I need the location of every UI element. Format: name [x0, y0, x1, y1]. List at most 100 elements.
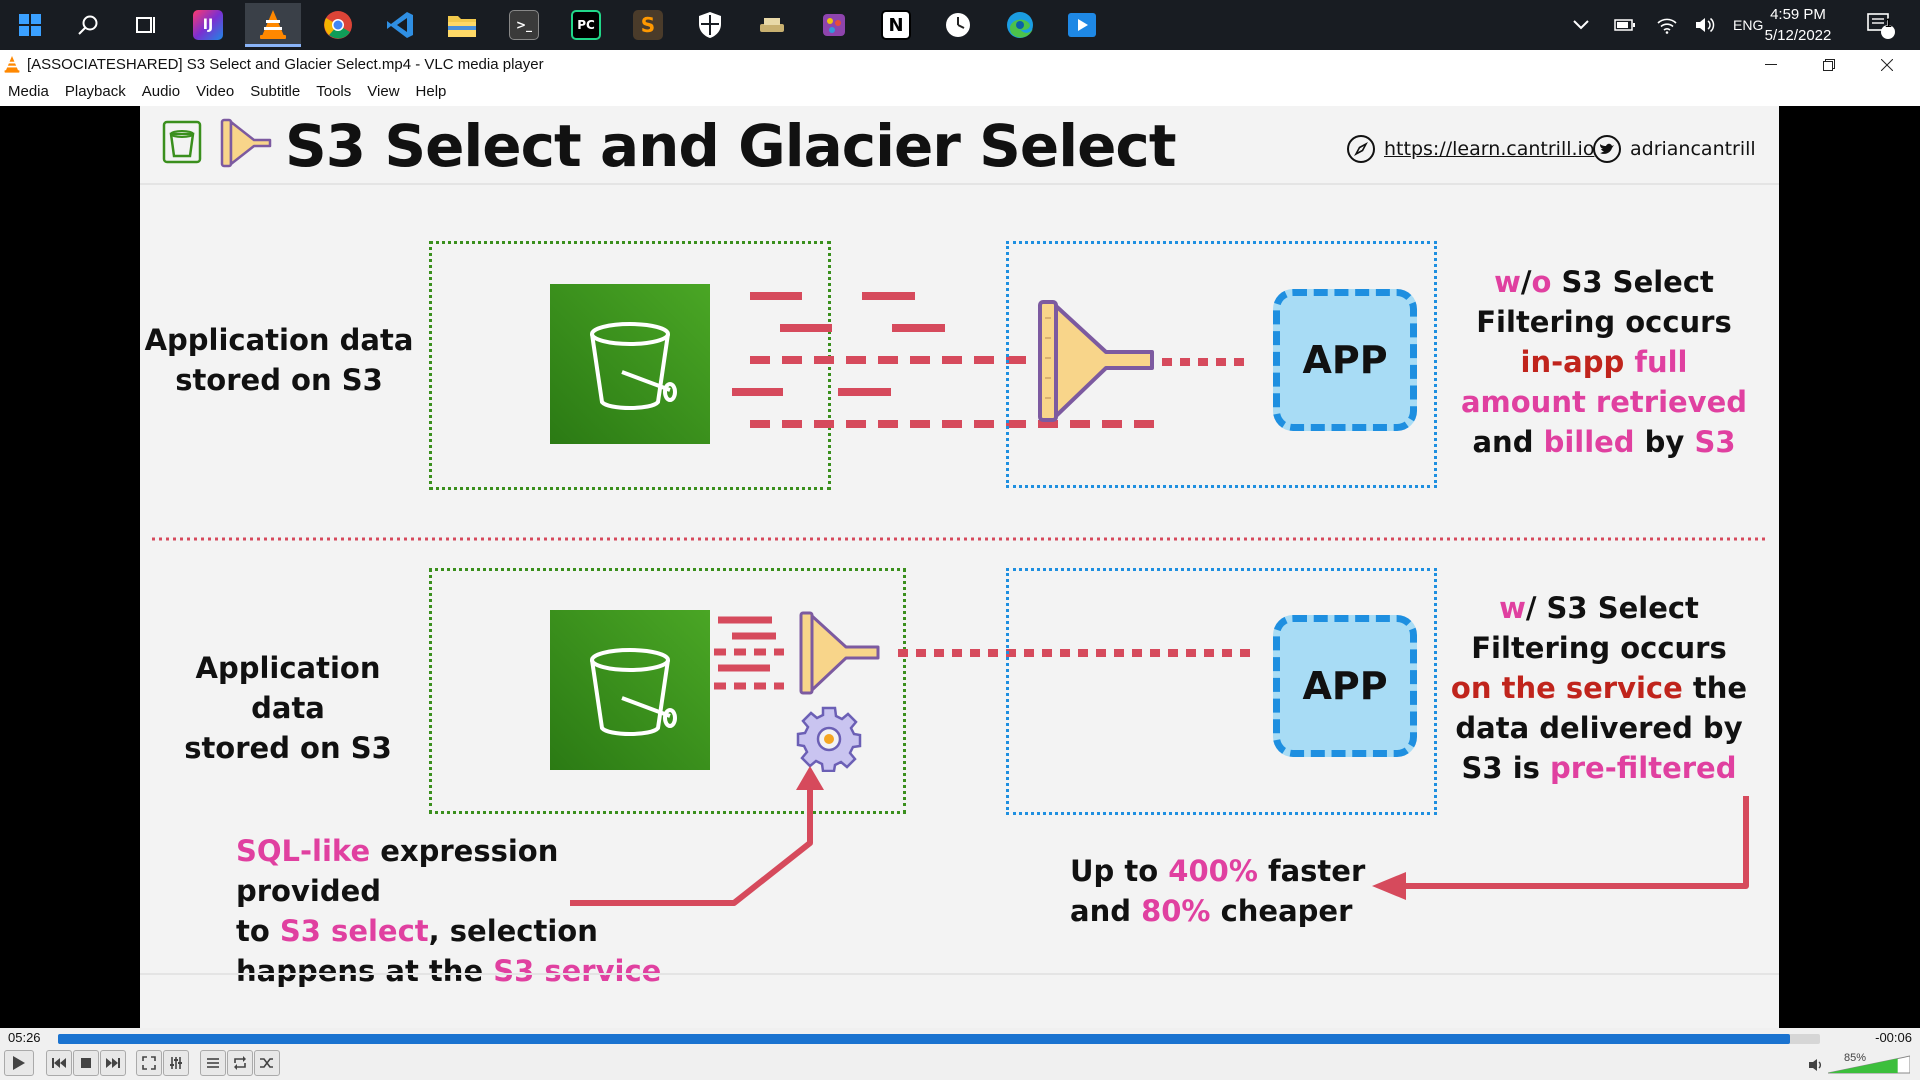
bottom-app-boundary [1006, 568, 1437, 815]
top-note-line2: Filtering occurs [1476, 305, 1732, 339]
sql-line3b: S3 service [493, 954, 662, 988]
security-icon[interactable] [682, 3, 738, 47]
bucket-icon [590, 322, 677, 410]
restore-button[interactable] [1806, 50, 1852, 80]
extended-settings-button[interactable] [163, 1050, 189, 1076]
edge-icon[interactable] [992, 3, 1048, 47]
fullscreen-button[interactable] [136, 1050, 162, 1076]
close-button[interactable] [1864, 50, 1910, 80]
loop-button[interactable] [227, 1050, 253, 1076]
bottom-app-box: APP [1273, 615, 1417, 757]
battery-icon[interactable] [1614, 0, 1636, 50]
sublime-icon[interactable]: S [620, 3, 676, 47]
menu-bar: Media Playback Audio Video Subtitle Tool… [0, 80, 1920, 106]
menu-media[interactable]: Media [8, 83, 49, 100]
next-button[interactable] [100, 1050, 126, 1076]
menu-video[interactable]: Video [196, 83, 235, 100]
wifi-icon[interactable] [1656, 0, 1678, 50]
twitter-handle: adriancantrill [1592, 134, 1756, 164]
tool-icon[interactable] [744, 3, 800, 47]
bottom-note-line3b: the [1682, 671, 1748, 705]
notion-icon[interactable]: N [868, 3, 924, 47]
top-note-line4: amount retrieved [1460, 385, 1748, 419]
performance-arrow [1372, 796, 1749, 900]
play-button[interactable] [4, 1050, 34, 1076]
start-icon[interactable] [2, 3, 58, 47]
clock-time: 4:59 PM [1770, 6, 1826, 23]
intellij-icon[interactable]: IJ [180, 3, 236, 47]
sql-line3a: happens at the [236, 954, 494, 988]
sql-description: SQL-like expression provided to S3 selec… [236, 831, 696, 991]
elapsed-time[interactable]: 05:26 [8, 1030, 41, 1045]
language-indicator[interactable]: ENG [1733, 17, 1764, 33]
bottom-note-line5a: S3 is [1461, 751, 1550, 785]
menu-help[interactable]: Help [415, 83, 447, 100]
website-url: https://learn.cantrill.io [1384, 138, 1595, 160]
top-app-boundary [1006, 241, 1437, 488]
clock-app-icon[interactable] [930, 3, 986, 47]
media-player-icon[interactable] [1054, 3, 1110, 47]
top-s3-bucket [550, 284, 710, 444]
stop-button[interactable] [73, 1050, 99, 1076]
volume-level: 85% [1843, 1052, 1866, 1064]
bottom-s3-boundary [429, 568, 906, 814]
top-storage-label-line2: stored on S3 [175, 363, 383, 397]
volume-slider[interactable]: 85% [1828, 1052, 1910, 1074]
vlc-app-icon [4, 55, 20, 78]
bottom-filtered-stream [898, 649, 1258, 657]
window-title: [ASSOCIATESHARED] S3 Select and Glacier … [27, 56, 544, 73]
gear-icon [796, 706, 862, 772]
menu-playback[interactable]: Playback [64, 83, 126, 100]
bucket-icon [590, 648, 677, 736]
menu-tools[interactable]: Tools [316, 83, 352, 100]
remaining-time[interactable]: -00:06 [1875, 1030, 1912, 1045]
clock-date: 5/12/2022 [1764, 27, 1832, 44]
pycharm-icon[interactable]: PC [558, 3, 614, 47]
shuffle-button[interactable] [254, 1050, 280, 1076]
show-hidden-icons-icon[interactable] [1572, 0, 1590, 50]
system-clock[interactable]: 4:59 PM 5/12/2022 [1750, 4, 1846, 46]
previous-button[interactable] [46, 1050, 72, 1076]
sql-line2b: S3 select [279, 914, 429, 948]
minimize-button[interactable] [1748, 50, 1794, 80]
top-s3-boundary [429, 241, 831, 490]
perf-line2a: and [1070, 894, 1142, 928]
notification-count: 1 [1885, 16, 1892, 30]
top-data-stream [732, 292, 1166, 428]
playlist-button[interactable] [200, 1050, 226, 1076]
task-view-icon[interactable] [118, 3, 174, 47]
chrome-icon[interactable] [310, 3, 366, 47]
vlc-icon[interactable] [245, 3, 301, 47]
top-note: w/o S3 Select Filtering occurs in-app fu… [1445, 262, 1763, 462]
menu-audio[interactable]: Audio [141, 83, 181, 100]
top-note-line5a: and [1472, 425, 1544, 459]
file-explorer-icon[interactable] [434, 3, 490, 47]
menu-view[interactable]: View [367, 83, 400, 100]
window-title-bar[interactable]: [ASSOCIATESHARED] S3 Select and Glacier … [0, 50, 1920, 80]
video-area[interactable]: S3 Select and Glacier Select https://lea… [0, 106, 1920, 1028]
paint-icon[interactable] [806, 3, 862, 47]
perf-line2b: 80% [1141, 894, 1211, 928]
terminal-icon[interactable]: >_ [496, 3, 552, 47]
volume-tray-icon[interactable] [1694, 0, 1716, 50]
top-note-line5d: S3 [1694, 425, 1736, 459]
bottom-note-line1: / S3 Select [1525, 591, 1699, 625]
search-icon[interactable] [60, 3, 116, 47]
twitter-icon [1593, 135, 1621, 163]
bottom-storage-label-line1: Application data [195, 651, 381, 725]
top-app-box: APP [1273, 289, 1417, 431]
slide-title: S3 Select and Glacier Select [285, 112, 1177, 180]
seek-bar[interactable] [58, 1034, 1820, 1044]
sql-line2c: , selection [428, 914, 598, 948]
header-divider [140, 183, 1779, 185]
speaker-icon[interactable] [1808, 1058, 1824, 1072]
top-note-line1: S3 Select [1551, 265, 1714, 299]
perf-line2c: cheaper [1210, 894, 1353, 928]
top-note-o: o [1531, 265, 1552, 299]
menu-subtitle[interactable]: Subtitle [250, 83, 301, 100]
footer-divider [140, 973, 1779, 975]
notification-center-icon[interactable]: 1 [1866, 0, 1896, 50]
bottom-note-line2: Filtering occurs [1471, 631, 1727, 665]
top-note-line5b: billed [1543, 425, 1635, 459]
vscode-icon[interactable] [372, 3, 428, 47]
